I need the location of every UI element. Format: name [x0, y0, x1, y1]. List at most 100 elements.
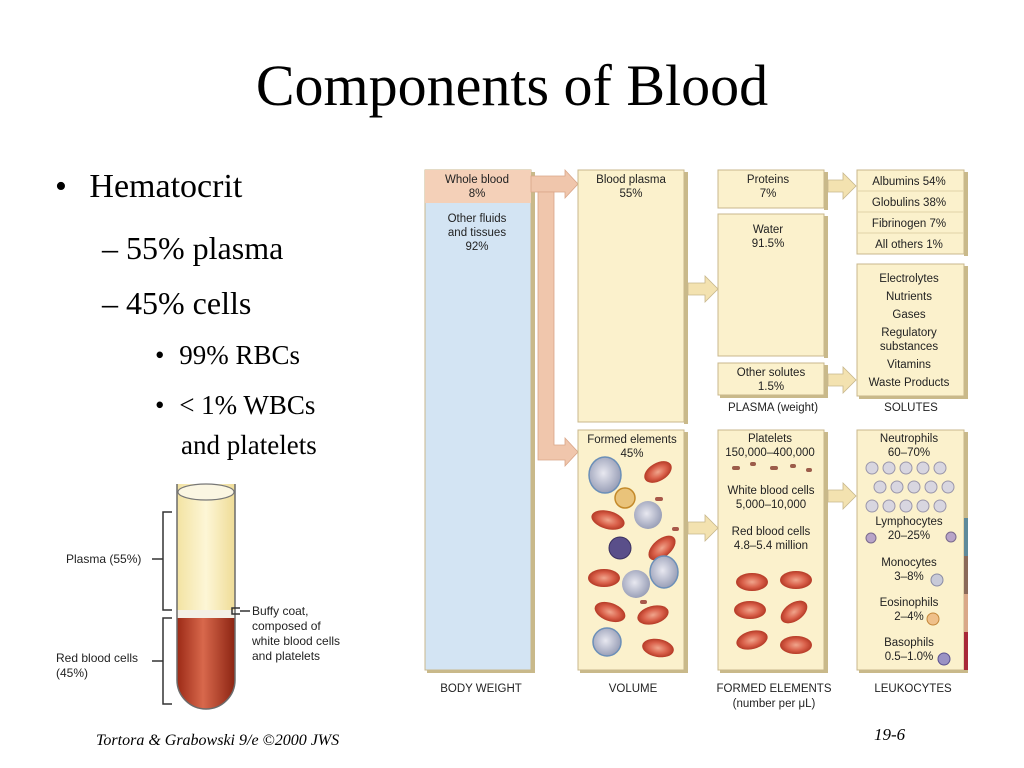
platelets-label: Platelets	[748, 433, 792, 445]
rbc-label: Red blood cells	[732, 526, 811, 538]
rbc-illustration	[734, 571, 812, 654]
leukocytes-label: LEUKOCYTES	[874, 683, 952, 695]
eosinophils-pct: 2–4%	[894, 611, 923, 623]
other-solutes-box	[717, 362, 825, 396]
solute-item: Waste Products	[869, 377, 950, 389]
tube-rbc-label-2: (45%)	[56, 666, 88, 680]
protein-item: Globulins 38%	[872, 197, 946, 209]
basophils-pct: 0.5–1.0%	[885, 651, 934, 663]
basophils-label: Basophils	[884, 637, 934, 649]
formed-elements-label: Formed elements	[587, 434, 677, 446]
wbc-label: White blood cells	[728, 485, 815, 497]
arrow-to-formed	[537, 191, 579, 468]
plasma-bracket	[162, 511, 172, 611]
tube-rbc-label-1: Red blood cells	[56, 651, 138, 665]
whole-blood-label: Whole blood	[445, 174, 509, 186]
tube-outline	[176, 484, 236, 710]
tube-plasma-layer	[177, 484, 235, 614]
protein-item: Albumins 54%	[872, 176, 946, 188]
volume-label: VOLUME	[609, 683, 658, 695]
body-weight-label: BODY WEIGHT	[440, 683, 522, 695]
proteins-label: Proteins	[747, 174, 789, 186]
formed-elements-pct: 45%	[620, 448, 643, 460]
citation: Tortora & Grabowski 9/e ©2000 JWS	[96, 732, 340, 749]
bullet-wbcs: • < 1% WBCs	[155, 390, 315, 421]
tube-buffy-layer	[177, 610, 235, 618]
solute-item: Nutrients	[886, 291, 932, 303]
other-fluids-label-1: Other fluids	[448, 213, 507, 225]
solute-item: Electrolytes	[879, 273, 939, 285]
water-label: Water	[753, 224, 783, 236]
slide-title: Components of Blood	[255, 53, 769, 118]
platelets-count: 150,000–400,000	[725, 447, 815, 459]
other-solutes-label: Other solutes	[737, 367, 806, 379]
lymphocyte-cell	[945, 531, 957, 543]
bullet-dot: •	[155, 390, 165, 420]
solute-item: Vitamins	[887, 359, 931, 371]
bullet-dot: •	[55, 168, 67, 205]
eosinophils-label: Eosinophils	[880, 597, 939, 609]
plasma-weight-arrows	[827, 172, 857, 394]
solutes-breakdown: Electrolytes Nutrients Gases Regulatory …	[856, 263, 968, 414]
basophil-cell	[937, 652, 951, 666]
bullet-rbcs: • 99% RBCs	[155, 340, 300, 371]
buffy-bracket	[231, 607, 240, 615]
rbc-count: 4.8–5.4 million	[734, 540, 808, 552]
other-fluids-pct: 92%	[465, 241, 488, 253]
solute-item: Regulatory	[881, 327, 937, 339]
formed-elements-sublabel: (number per μL)	[733, 698, 816, 710]
test-tube: Plasma (55%) Buffy coat, composed of whi…	[56, 483, 340, 710]
other-solutes-pct: 1.5%	[758, 381, 784, 393]
tube-buffy-label-1: Buffy coat,	[252, 604, 308, 618]
body-weight-column: Whole blood 8% Other fluids and tissues …	[424, 169, 535, 695]
plasma-weight-column: Proteins 7% Water 91.5% Other solutes 1.…	[717, 169, 828, 414]
platelet-dots	[732, 462, 812, 472]
bullet-rbcs-text: 99% RBCs	[179, 340, 300, 370]
whole-blood-arrows	[530, 168, 579, 468]
proteins-pct: 7%	[760, 188, 777, 200]
whole-blood-segment	[425, 170, 531, 203]
plasma-weight-label: PLASMA (weight)	[728, 402, 818, 414]
formed-elements-column: Platelets 150,000–400,000 White blood ce…	[716, 429, 832, 710]
tube-buffy-label-2: composed of	[252, 619, 321, 633]
bullet-wbcs-cont: and platelets	[181, 430, 317, 460]
blood-plasma-box	[577, 169, 685, 423]
neutrophil-cells	[865, 461, 955, 513]
volume-arrows	[687, 275, 719, 542]
bullet-dot: •	[155, 340, 165, 370]
slide-number: 19-6	[874, 725, 906, 744]
formed-elements-col-label: FORMED ELEMENTS	[716, 683, 831, 695]
solute-item: substances	[880, 341, 938, 353]
volume-cells-illustration	[588, 456, 679, 658]
leukocytes-column: Neutrophils 60–70% Lymphocytes 20–25% Mo…	[856, 429, 968, 695]
proteins-box	[717, 169, 825, 209]
solutes-label: SOLUTES	[884, 402, 938, 414]
whole-blood-pct: 8%	[469, 188, 486, 200]
tube-rbc-layer	[177, 618, 235, 709]
lymphocyte-cell	[865, 532, 877, 544]
arrow-proteins	[827, 172, 857, 200]
protein-item: All others 1%	[875, 239, 943, 251]
tube-buffy-label-3: white blood cells	[251, 634, 340, 648]
water-pct: 91.5%	[752, 238, 785, 250]
volume-column: Blood plasma 55% Formed elements 45% VOL…	[577, 169, 688, 695]
bullet-wbcs-text: < 1% WBCs	[179, 390, 316, 420]
monocyte-cell	[930, 573, 944, 587]
eosinophil-cell	[926, 612, 940, 626]
arrow-wbc-to-leukocytes	[827, 482, 857, 510]
blood-plasma-pct: 55%	[619, 188, 642, 200]
arrow-formed-to-elements	[687, 514, 719, 542]
wbc-count: 5,000–10,000	[736, 499, 806, 511]
solutes-list-box	[856, 263, 965, 397]
bullet-plasma: – 55% plasma	[102, 230, 284, 266]
arrow-plasma-to-weight	[687, 275, 719, 303]
arrow-solutes	[827, 366, 857, 394]
tube-buffy-label-4: and platelets	[252, 649, 320, 663]
bullet-cells: – 45% cells	[102, 285, 252, 321]
lymphocytes-label: Lymphocytes	[875, 516, 943, 528]
bullet-hematocrit: • Hematocrit	[55, 168, 242, 206]
monocytes-pct: 3–8%	[894, 571, 923, 583]
other-fluids-label-2: and tissues	[448, 227, 506, 239]
protein-item: Fibrinogen 7%	[872, 218, 946, 230]
